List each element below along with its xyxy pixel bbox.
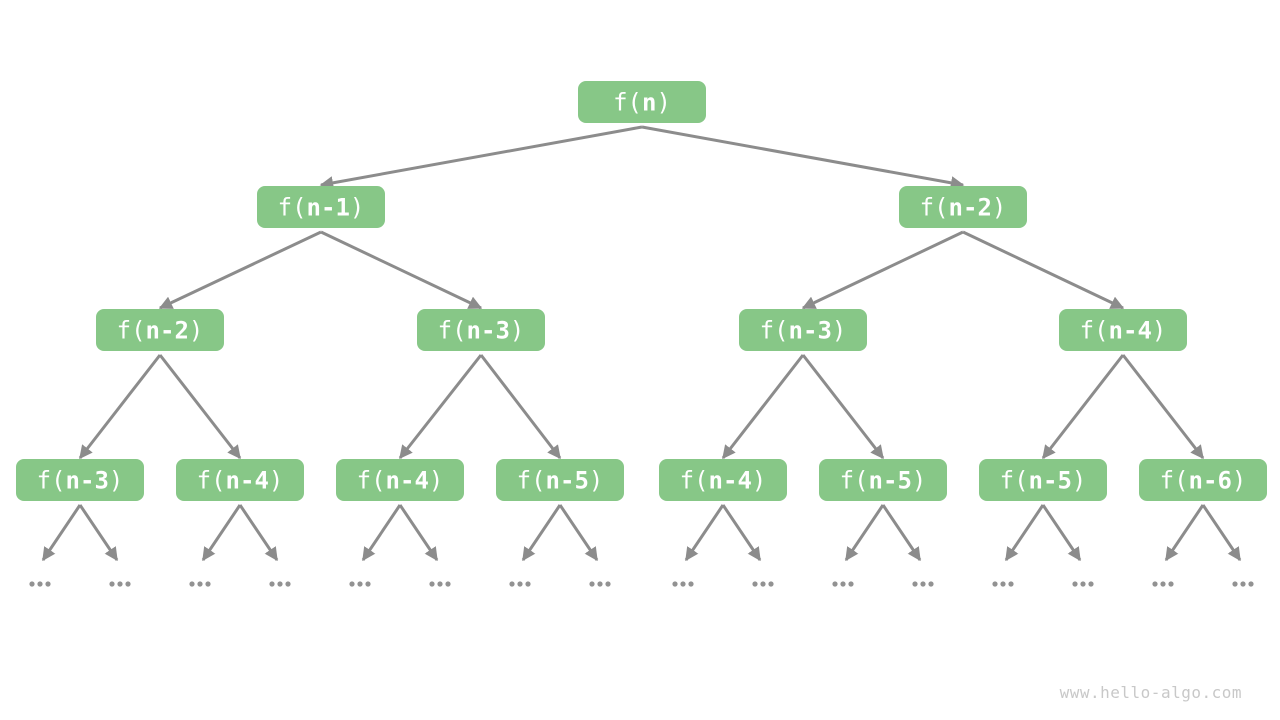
tree-node-label: f(n-3)	[438, 317, 525, 345]
ellipsis-dots	[509, 581, 531, 587]
tree-node-label: f(n-5)	[1000, 467, 1087, 495]
ellipsis-dots	[109, 581, 131, 587]
ellipsis-dots	[189, 581, 211, 587]
tree-edge	[361, 504, 402, 562]
tree-node-llr: f(n-4)	[176, 459, 304, 501]
tree-node-rl: f(n-3)	[739, 309, 867, 351]
tree-node-label: f(n-3)	[760, 317, 847, 345]
tree-edge	[398, 504, 439, 562]
tree-node-rrl: f(n-5)	[979, 459, 1107, 501]
tree-edge	[1041, 354, 1125, 460]
ellipsis-dots	[429, 581, 451, 587]
tree-node-rll: f(n-4)	[659, 459, 787, 501]
tree-node-label: f(n-4)	[1080, 317, 1167, 345]
tree-node-label: f(n-2)	[117, 317, 204, 345]
tree-edge	[201, 504, 242, 562]
tree-node-l: f(n-1)	[257, 186, 385, 228]
tree-node-root: f(n)	[578, 81, 706, 123]
tree-node-rlr: f(n-5)	[819, 459, 947, 501]
ellipsis-dots	[1232, 581, 1254, 587]
tree-node-label: f(n-6)	[1160, 467, 1247, 495]
tree-edge	[721, 504, 762, 562]
tree-edge	[78, 354, 162, 460]
tree-node-r: f(n-2)	[899, 186, 1027, 228]
tree-node-label: f(n)	[613, 89, 671, 117]
ellipsis-dots	[29, 581, 51, 587]
tree-edge	[238, 504, 279, 562]
tree-edge	[479, 354, 562, 460]
tree-edge	[801, 230, 964, 310]
tree-edge	[1164, 504, 1205, 562]
tree-node-label: f(n-3)	[37, 467, 124, 495]
tree-edge	[962, 230, 1125, 310]
tree-edge	[558, 504, 599, 562]
tree-edge	[319, 125, 643, 190]
ellipsis-dots	[589, 581, 611, 587]
ellipsis-dots	[992, 581, 1014, 587]
tree-node-label: f(n-5)	[840, 467, 927, 495]
tree-edge	[721, 354, 805, 460]
tree-node-label: f(n-4)	[357, 467, 444, 495]
tree-node-rrr: f(n-6)	[1139, 459, 1267, 501]
tree-node-ll: f(n-2)	[96, 309, 224, 351]
ellipsis-dots	[1152, 581, 1174, 587]
tree-node-label: f(n-4)	[197, 467, 284, 495]
tree-edge	[641, 125, 965, 190]
tree-node-lrl: f(n-4)	[336, 459, 464, 501]
tree-node-lrr: f(n-5)	[496, 459, 624, 501]
tree-edge	[844, 504, 885, 562]
tree-edge	[521, 504, 562, 562]
tree-edge	[41, 504, 82, 562]
ellipsis-dots	[832, 581, 854, 587]
tree-edge	[78, 504, 119, 562]
watermark: www.hello-algo.com	[1059, 683, 1242, 702]
tree-node-label: f(n-2)	[920, 194, 1007, 222]
ellipsis-dots	[672, 581, 694, 587]
tree-edge	[320, 230, 483, 310]
tree-edge	[684, 504, 725, 562]
tree-edge	[1201, 504, 1242, 562]
tree-edge	[398, 354, 483, 460]
tree-edge	[1041, 504, 1082, 562]
tree-edge	[1004, 504, 1045, 562]
ellipsis-dots	[1072, 581, 1094, 587]
tree-edge	[1121, 354, 1205, 460]
tree-edge	[881, 504, 922, 562]
ellipsis-dots	[912, 581, 934, 587]
tree-edge	[158, 354, 242, 460]
tree-node-label: f(n-1)	[278, 194, 365, 222]
tree-edge	[158, 230, 322, 310]
tree-node-label: f(n-5)	[517, 467, 604, 495]
ellipsis-dots	[269, 581, 291, 587]
tree-node-lll: f(n-3)	[16, 459, 144, 501]
ellipsis-dots	[752, 581, 774, 587]
tree-node-lr: f(n-3)	[417, 309, 545, 351]
tree-node-label: f(n-4)	[680, 467, 767, 495]
ellipsis-dots	[349, 581, 371, 587]
tree-node-rr: f(n-4)	[1059, 309, 1187, 351]
tree-edge	[801, 354, 885, 460]
